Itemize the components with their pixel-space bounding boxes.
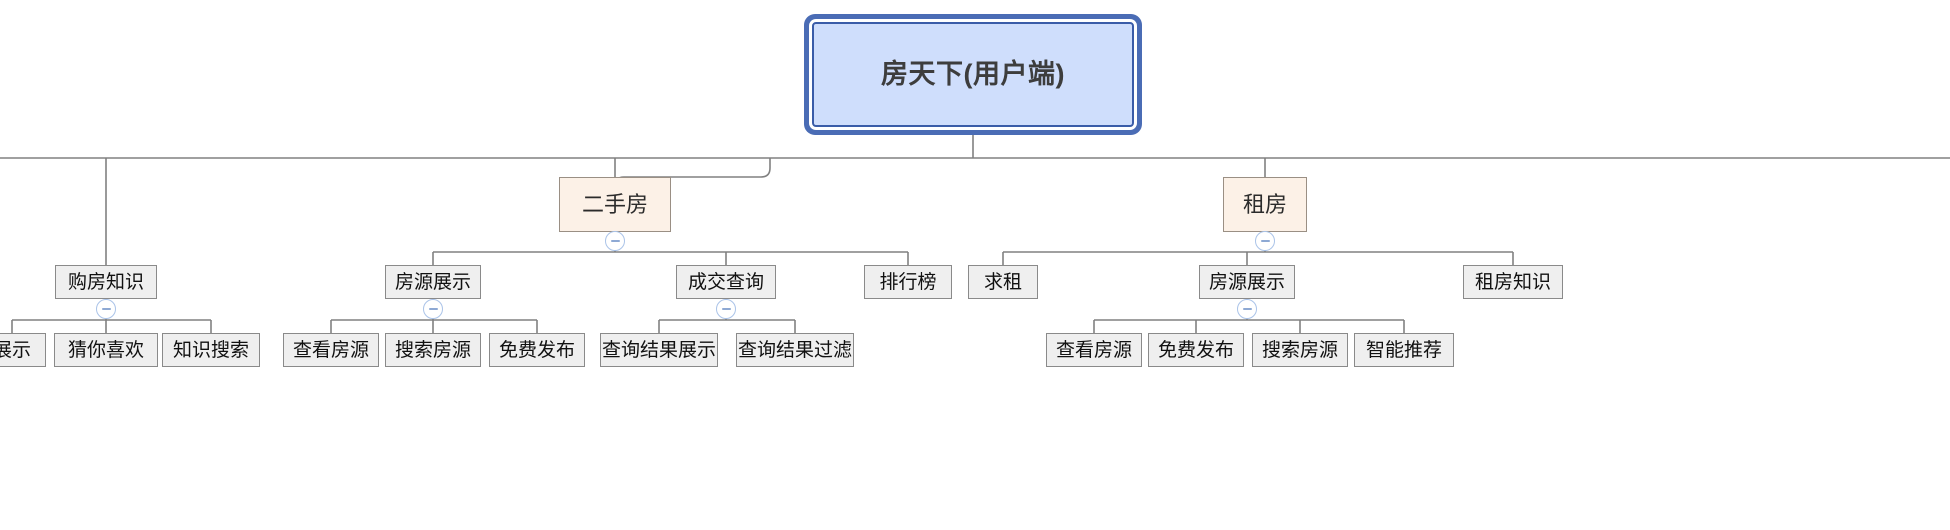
minus-glyph bbox=[101, 308, 111, 310]
minus-glyph bbox=[721, 308, 731, 310]
minus-glyph bbox=[1260, 240, 1270, 242]
node-n-fangyuanzhanshi-2[interactable]: 房源展示 bbox=[1199, 265, 1295, 299]
node-n-caiNiXihuan[interactable]: 猜你喜欢 bbox=[54, 333, 158, 367]
node-n-chaxunjieguoguolu[interactable]: 查询结果过滤 bbox=[736, 333, 854, 367]
node-n-paihangbang[interactable]: 排行榜 bbox=[864, 265, 952, 299]
node-n-qiuzu[interactable]: 求租 bbox=[968, 265, 1038, 299]
node-n-goufangzhishi[interactable]: 购房知识 bbox=[55, 265, 157, 299]
collapse-toggle-minus-icon[interactable] bbox=[605, 231, 625, 251]
node-n-zufang[interactable]: 租房 bbox=[1223, 177, 1307, 232]
node-n-zufangzhishi[interactable]: 租房知识 bbox=[1463, 265, 1563, 299]
node-n-mianfeifabu-1[interactable]: 免费发布 bbox=[489, 333, 585, 367]
node-n-sousuofangyuan-1[interactable]: 搜索房源 bbox=[385, 333, 481, 367]
node-n-sousuofangyuan-2[interactable]: 搜索房源 bbox=[1252, 333, 1348, 367]
minus-glyph bbox=[1242, 308, 1252, 310]
collapse-toggle-minus-icon[interactable] bbox=[716, 299, 736, 319]
collapse-toggle-minus-icon[interactable] bbox=[96, 299, 116, 319]
collapse-toggle-minus-icon[interactable] bbox=[423, 299, 443, 319]
collapse-toggle-minus-icon[interactable] bbox=[1255, 231, 1275, 251]
node-n-chengjiaochaxun[interactable]: 成交查询 bbox=[676, 265, 776, 299]
node-n-mianfeifabu-2[interactable]: 免费发布 bbox=[1148, 333, 1244, 367]
node-root[interactable]: 房天下(用户端) bbox=[812, 22, 1134, 127]
minus-glyph bbox=[610, 240, 620, 242]
node-n-zhinengtuijian[interactable]: 智能推荐 bbox=[1354, 333, 1454, 367]
collapse-toggle-minus-icon[interactable] bbox=[1237, 299, 1257, 319]
node-n-chaxunjieguozhanshi[interactable]: 查询结果展示 bbox=[600, 333, 718, 367]
node-n-zhishisousuo[interactable]: 知识搜索 bbox=[162, 333, 260, 367]
node-n-chakanfangyuan-1[interactable]: 查看房源 bbox=[283, 333, 379, 367]
node-n-fangyuanzhanshi-1[interactable]: 房源展示 bbox=[385, 265, 481, 299]
node-n-ershoufang[interactable]: 二手房 bbox=[559, 177, 671, 232]
minus-glyph bbox=[428, 308, 438, 310]
node-n-chakanfangyuan-2[interactable]: 查看房源 bbox=[1046, 333, 1142, 367]
node-n-zhanshi[interactable]: 展示 bbox=[0, 333, 46, 367]
